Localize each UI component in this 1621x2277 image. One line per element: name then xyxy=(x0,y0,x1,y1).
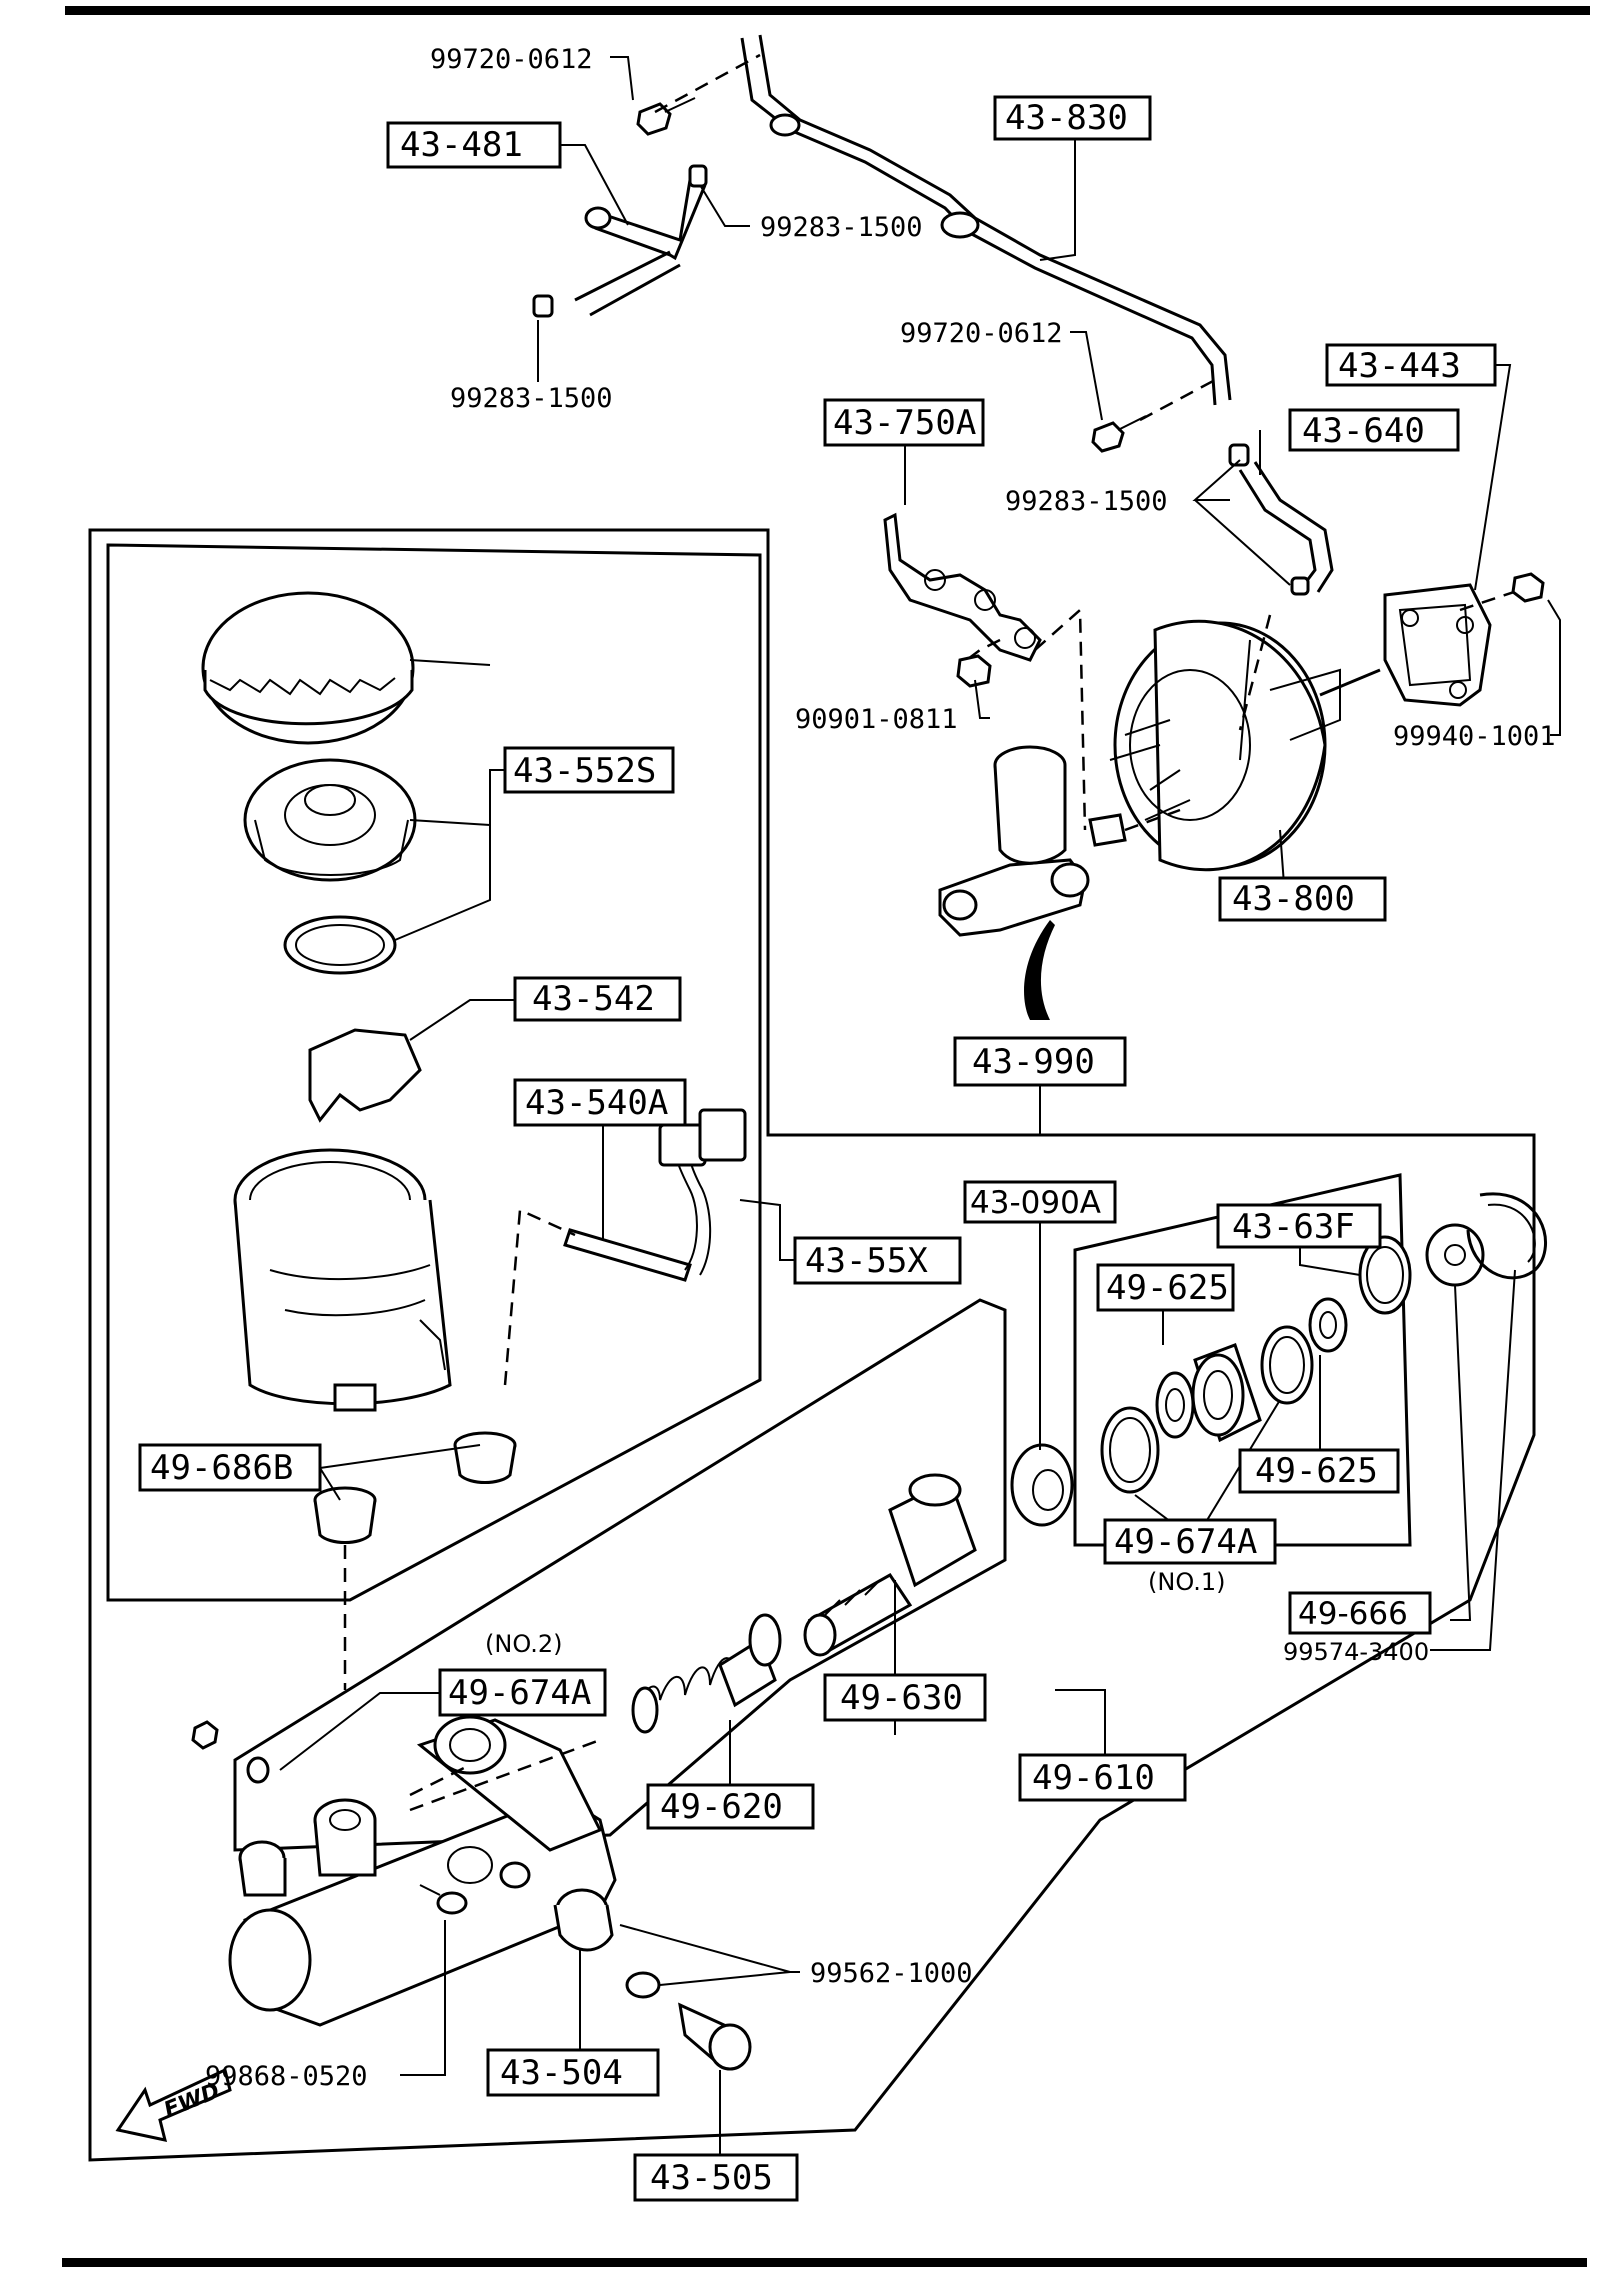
svg-text:49-625: 49-625 xyxy=(1106,1268,1229,1308)
callout-49-674A-no2[interactable]: 49-674A xyxy=(438,1668,607,1717)
callout-43-830[interactable]: 43-830 xyxy=(993,95,1152,141)
svg-text:43-800: 43-800 xyxy=(1232,879,1355,919)
brake-booster xyxy=(1109,572,1545,872)
callout-49-630[interactable]: 49-630 xyxy=(823,1673,987,1722)
svg-text:49-610: 49-610 xyxy=(1032,1758,1155,1798)
top-rule xyxy=(65,6,1590,15)
svg-text:49-686B: 49-686B xyxy=(150,1448,293,1488)
master-cylinder-body xyxy=(191,1173,1412,2071)
callout-49-625-a[interactable]: 49-625 xyxy=(1096,1263,1235,1312)
callout-49-674A-no1[interactable]: 49-674A xyxy=(1103,1518,1277,1565)
callout-43-443[interactable]: 43-443 xyxy=(1325,343,1497,387)
callout-49-610[interactable]: 49-610 xyxy=(1018,1753,1187,1802)
svg-text:43-830: 43-830 xyxy=(1005,98,1128,138)
svg-text:49-620: 49-620 xyxy=(660,1787,783,1827)
svg-text:49-625: 49-625 xyxy=(1255,1451,1378,1491)
union-bolt-icon xyxy=(678,2002,752,2071)
callout-49-625-b[interactable]: 49-625 xyxy=(1238,1448,1400,1494)
svg-text:43-481: 43-481 xyxy=(400,125,523,165)
callout-49-620[interactable]: 49-620 xyxy=(646,1783,815,1830)
hardware-99940-1001[interactable]: 99940-1001 xyxy=(1393,721,1556,752)
callout-43-552S[interactable]: 43-552S xyxy=(503,746,675,794)
svg-text:49-630: 49-630 xyxy=(840,1678,963,1718)
callout-43-63F[interactable]: 43-63F xyxy=(1216,1203,1382,1249)
note-no1: (NO.1) xyxy=(1148,1568,1226,1596)
bracket-43-750A xyxy=(883,512,1087,831)
hardware-99720-0612-mid[interactable]: 99720-0612 xyxy=(900,318,1063,349)
callout-43-55X[interactable]: 43-55X xyxy=(793,1236,962,1285)
callout-49-686B[interactable]: 49-686B xyxy=(138,1443,322,1492)
bottom-rule xyxy=(62,2258,1587,2267)
bolt-icon xyxy=(419,1884,468,1915)
svg-text:43-090A: 43-090A xyxy=(970,1185,1101,1221)
master-cylinder-assembly-small xyxy=(938,745,1181,1020)
svg-text:43-505: 43-505 xyxy=(650,2158,773,2198)
callout-43-481[interactable]: 43-481 xyxy=(386,121,562,169)
svg-text:43-55X: 43-55X xyxy=(805,1241,928,1281)
hardware-99562-1000[interactable]: 99562-1000 xyxy=(810,1958,973,1989)
reservoir-group xyxy=(88,528,1536,2162)
screw-icon xyxy=(191,1720,219,1750)
svg-text:43-640: 43-640 xyxy=(1302,411,1425,451)
hardware-99574-3400: 99574-3400 xyxy=(1283,1638,1429,1666)
svg-text:43-990: 43-990 xyxy=(972,1042,1095,1082)
bolt-icon xyxy=(1091,415,1147,453)
callout-43-504[interactable]: 43-504 xyxy=(486,2048,660,2097)
svg-text:43-63F: 43-63F xyxy=(1232,1207,1355,1247)
nut-icon xyxy=(956,654,992,688)
svg-text:43-540A: 43-540A xyxy=(525,1083,668,1123)
callout-43-540A[interactable]: 43-540A xyxy=(513,1078,687,1127)
bolt-icon xyxy=(636,97,696,136)
hardware-99868-0520[interactable]: 99868-0520 xyxy=(205,2061,368,2092)
hardware-99720-0612-top[interactable]: 99720-0612 xyxy=(430,44,593,75)
callout-43-640[interactable]: 43-640 xyxy=(1288,408,1460,452)
callout-49-666[interactable]: 49-666 xyxy=(1288,1591,1432,1635)
svg-text:49-674A: 49-674A xyxy=(1114,1522,1257,1562)
callout-43-750A[interactable]: 43-750A xyxy=(823,398,985,447)
piston-seal-group xyxy=(631,1192,1547,1734)
callout-43-542[interactable]: 43-542 xyxy=(513,976,682,1022)
hardware-99283-1500-b[interactable]: 99283-1500 xyxy=(450,383,613,414)
svg-text:43-504: 43-504 xyxy=(500,2053,623,2093)
nut-icon xyxy=(1511,572,1545,603)
callout-43-990[interactable]: 43-990 xyxy=(953,1036,1127,1087)
hardware-99283-1500-a[interactable]: 99283-1500 xyxy=(760,212,923,243)
hardware-99283-1500-c[interactable]: 99283-1500 xyxy=(1005,486,1168,517)
note-no2: (NO.2) xyxy=(485,1630,563,1658)
svg-text:43-542: 43-542 xyxy=(532,979,655,1019)
svg-text:43-552S: 43-552S xyxy=(513,751,656,791)
svg-text:43-443: 43-443 xyxy=(1338,346,1461,386)
vacuum-hose-assembly xyxy=(532,34,1334,596)
svg-text:43-750A: 43-750A xyxy=(833,403,976,443)
svg-text:49-674A: 49-674A xyxy=(448,1673,591,1713)
hardware-90901-0811[interactable]: 90901-0811 xyxy=(795,704,958,735)
svg-text:49-666: 49-666 xyxy=(1298,1596,1408,1632)
callout-43-800[interactable]: 43-800 xyxy=(1218,876,1387,922)
callout-43-505[interactable]: 43-505 xyxy=(633,2153,799,2202)
callout-43-090A[interactable]: 43-090A xyxy=(963,1180,1117,1224)
leader-lines xyxy=(279,56,1561,2155)
